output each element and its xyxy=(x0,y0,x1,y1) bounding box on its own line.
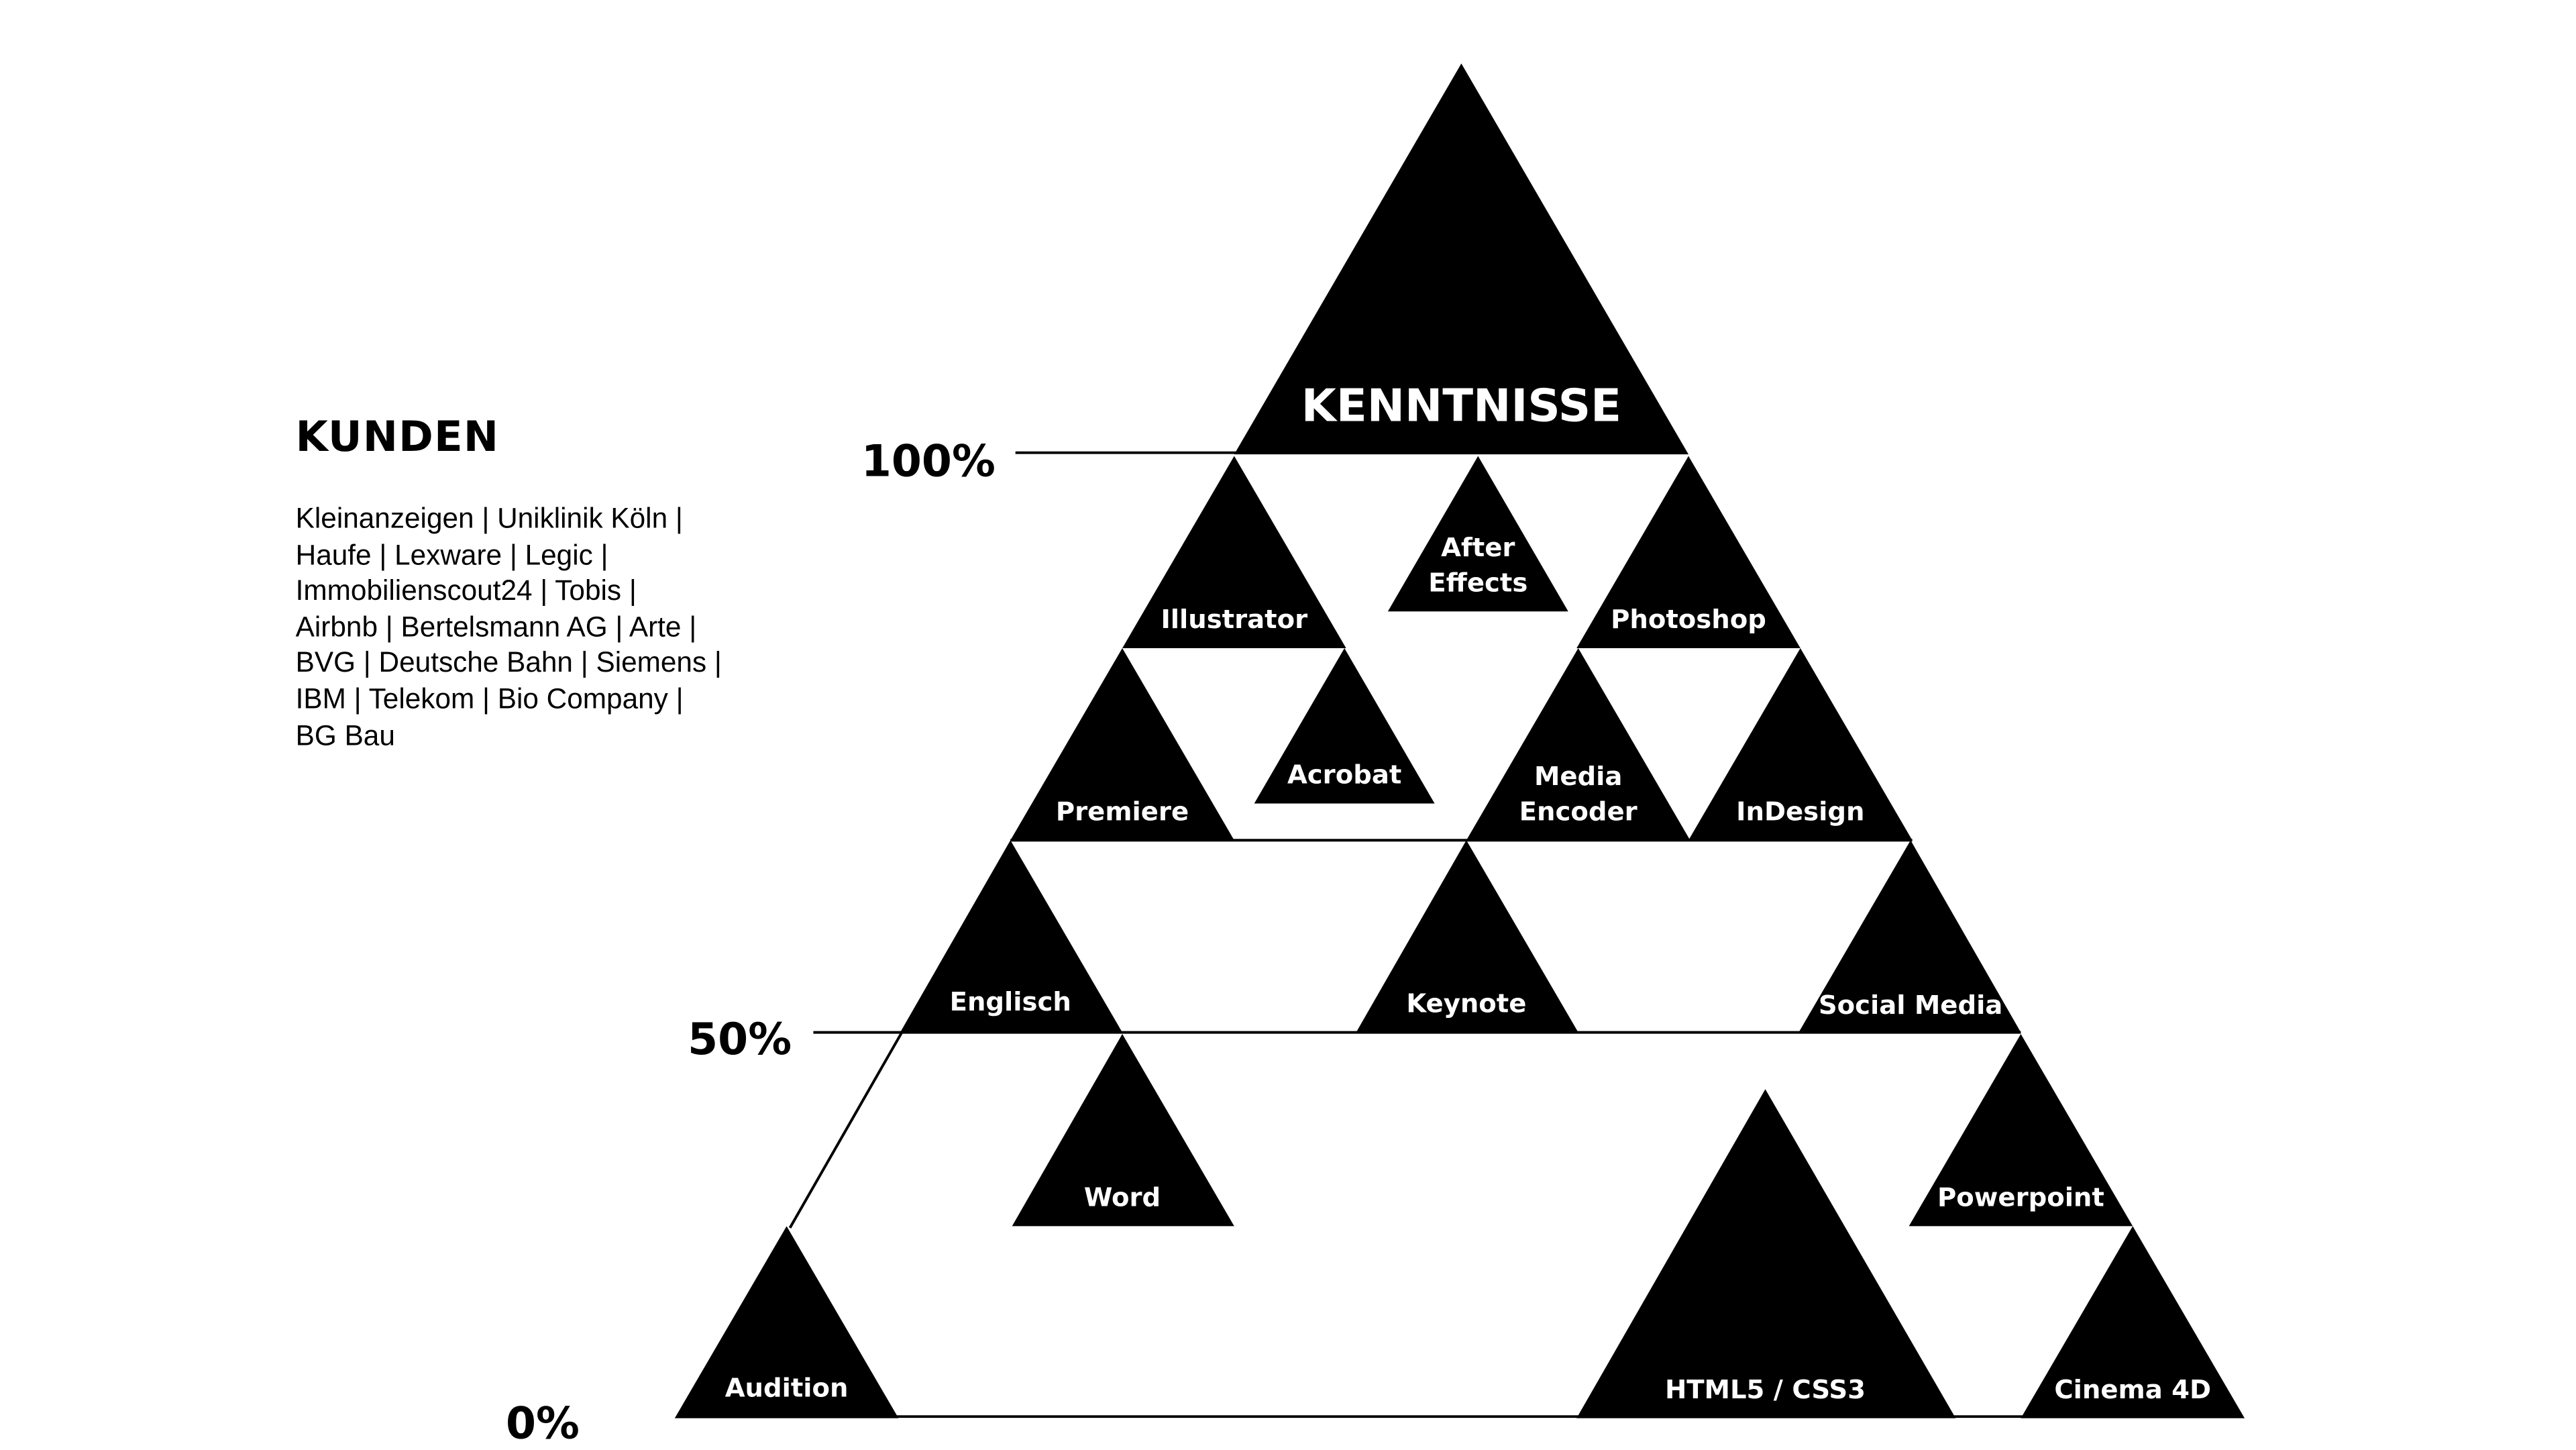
skill-triangle xyxy=(1576,456,1801,648)
skill-label: Englisch xyxy=(950,987,1071,1017)
skill-triangle xyxy=(900,840,1123,1033)
skill-englisch: Englisch xyxy=(900,840,1123,1033)
skill-label: Premiere xyxy=(1056,796,1189,827)
skill-triangle xyxy=(1466,648,1690,841)
skill-label: Powerpoint xyxy=(1937,1182,2104,1212)
client-line: Kleinanzeigen | Uniklinik Köln | xyxy=(295,503,683,535)
skill-audition: Audition xyxy=(674,1226,899,1418)
skill-label: Social Media xyxy=(1819,990,2002,1021)
skill-social-media: Social Media xyxy=(1799,840,2021,1033)
skill-label: Audition xyxy=(725,1373,849,1403)
skill-triangle xyxy=(674,1226,899,1418)
skill-keynote: Keynote xyxy=(1356,840,1578,1033)
title-triangle-shape xyxy=(1234,63,1688,455)
skill-triangle xyxy=(1012,1034,1234,1227)
skill-photoshop: Photoshop xyxy=(1576,456,1801,648)
left-edge-line xyxy=(788,1031,904,1229)
skill-label: Photoshop xyxy=(1611,605,1766,635)
skill-label: Word xyxy=(1084,1182,1161,1212)
level-50-label: 50% xyxy=(688,1015,792,1065)
skill-label: Cinema 4D xyxy=(2054,1375,2211,1405)
level-0-label: 0% xyxy=(506,1399,580,1449)
skill-premiere: Premiere xyxy=(1010,648,1234,841)
client-line: Airbnb | Bertelsmann AG | Arte | xyxy=(295,611,697,643)
skill-label: Keynote xyxy=(1406,989,1526,1019)
skill-word: Word xyxy=(1012,1034,1234,1227)
skill-label-line: Encoder xyxy=(1519,796,1638,827)
skill-triangle xyxy=(2021,1226,2245,1418)
skill-indesign: InDesign xyxy=(1688,648,1913,841)
skill-triangle xyxy=(1122,456,1346,648)
kunden-section: KUNDEN Kleinanzeigen | Uniklinik Köln | … xyxy=(296,411,797,754)
client-line: BVG | Deutsche Bahn | Siemens | xyxy=(295,647,722,679)
pyramid-title: KENNTNISSE xyxy=(1301,379,1621,431)
skill-triangle xyxy=(1799,840,2021,1033)
skill-triangle xyxy=(1387,456,1568,612)
skill-label-line: After xyxy=(1441,533,1515,563)
level-100-label: 100% xyxy=(861,437,996,487)
skill-cinema-4d: Cinema 4D xyxy=(2021,1226,2245,1418)
skill-triangle xyxy=(1010,648,1234,841)
skill-illustrator: Illustrator xyxy=(1122,456,1346,648)
client-line: IBM | Telekom | Bio Company | xyxy=(295,683,684,715)
client-line: Haufe | Lexware | Legic | xyxy=(295,539,608,571)
skill-triangle xyxy=(1688,648,1913,841)
skill-label: Illustrator xyxy=(1161,605,1307,635)
client-line: BG Bau xyxy=(295,719,395,752)
kunden-client-list: Kleinanzeigen | Uniklinik Köln | Haufe |… xyxy=(296,501,797,754)
skill-triangle xyxy=(1909,1034,2133,1227)
skill-triangle xyxy=(1254,648,1435,804)
skill-label: InDesign xyxy=(1736,796,1864,827)
skill-label-line: Media xyxy=(1534,762,1622,792)
skill-label: Acrobat xyxy=(1287,760,1401,790)
skill-label-line: Effects xyxy=(1428,568,1527,598)
skill-triangle xyxy=(1576,1089,1956,1418)
skill-label: HTML5 / CSS3 xyxy=(1665,1375,1866,1405)
skill-powerpoint: Powerpoint xyxy=(1909,1034,2133,1227)
skill-triangle xyxy=(1356,840,1578,1033)
skill-html-css: HTML5 / CSS3 xyxy=(1576,1089,1956,1418)
client-line: Immobilienscout24 | Tobis | xyxy=(295,574,637,607)
title-triangle: KENNTNISSE xyxy=(1234,63,1688,455)
kunden-heading: KUNDEN xyxy=(295,412,500,462)
skill-acrobat: Acrobat xyxy=(1254,648,1435,804)
